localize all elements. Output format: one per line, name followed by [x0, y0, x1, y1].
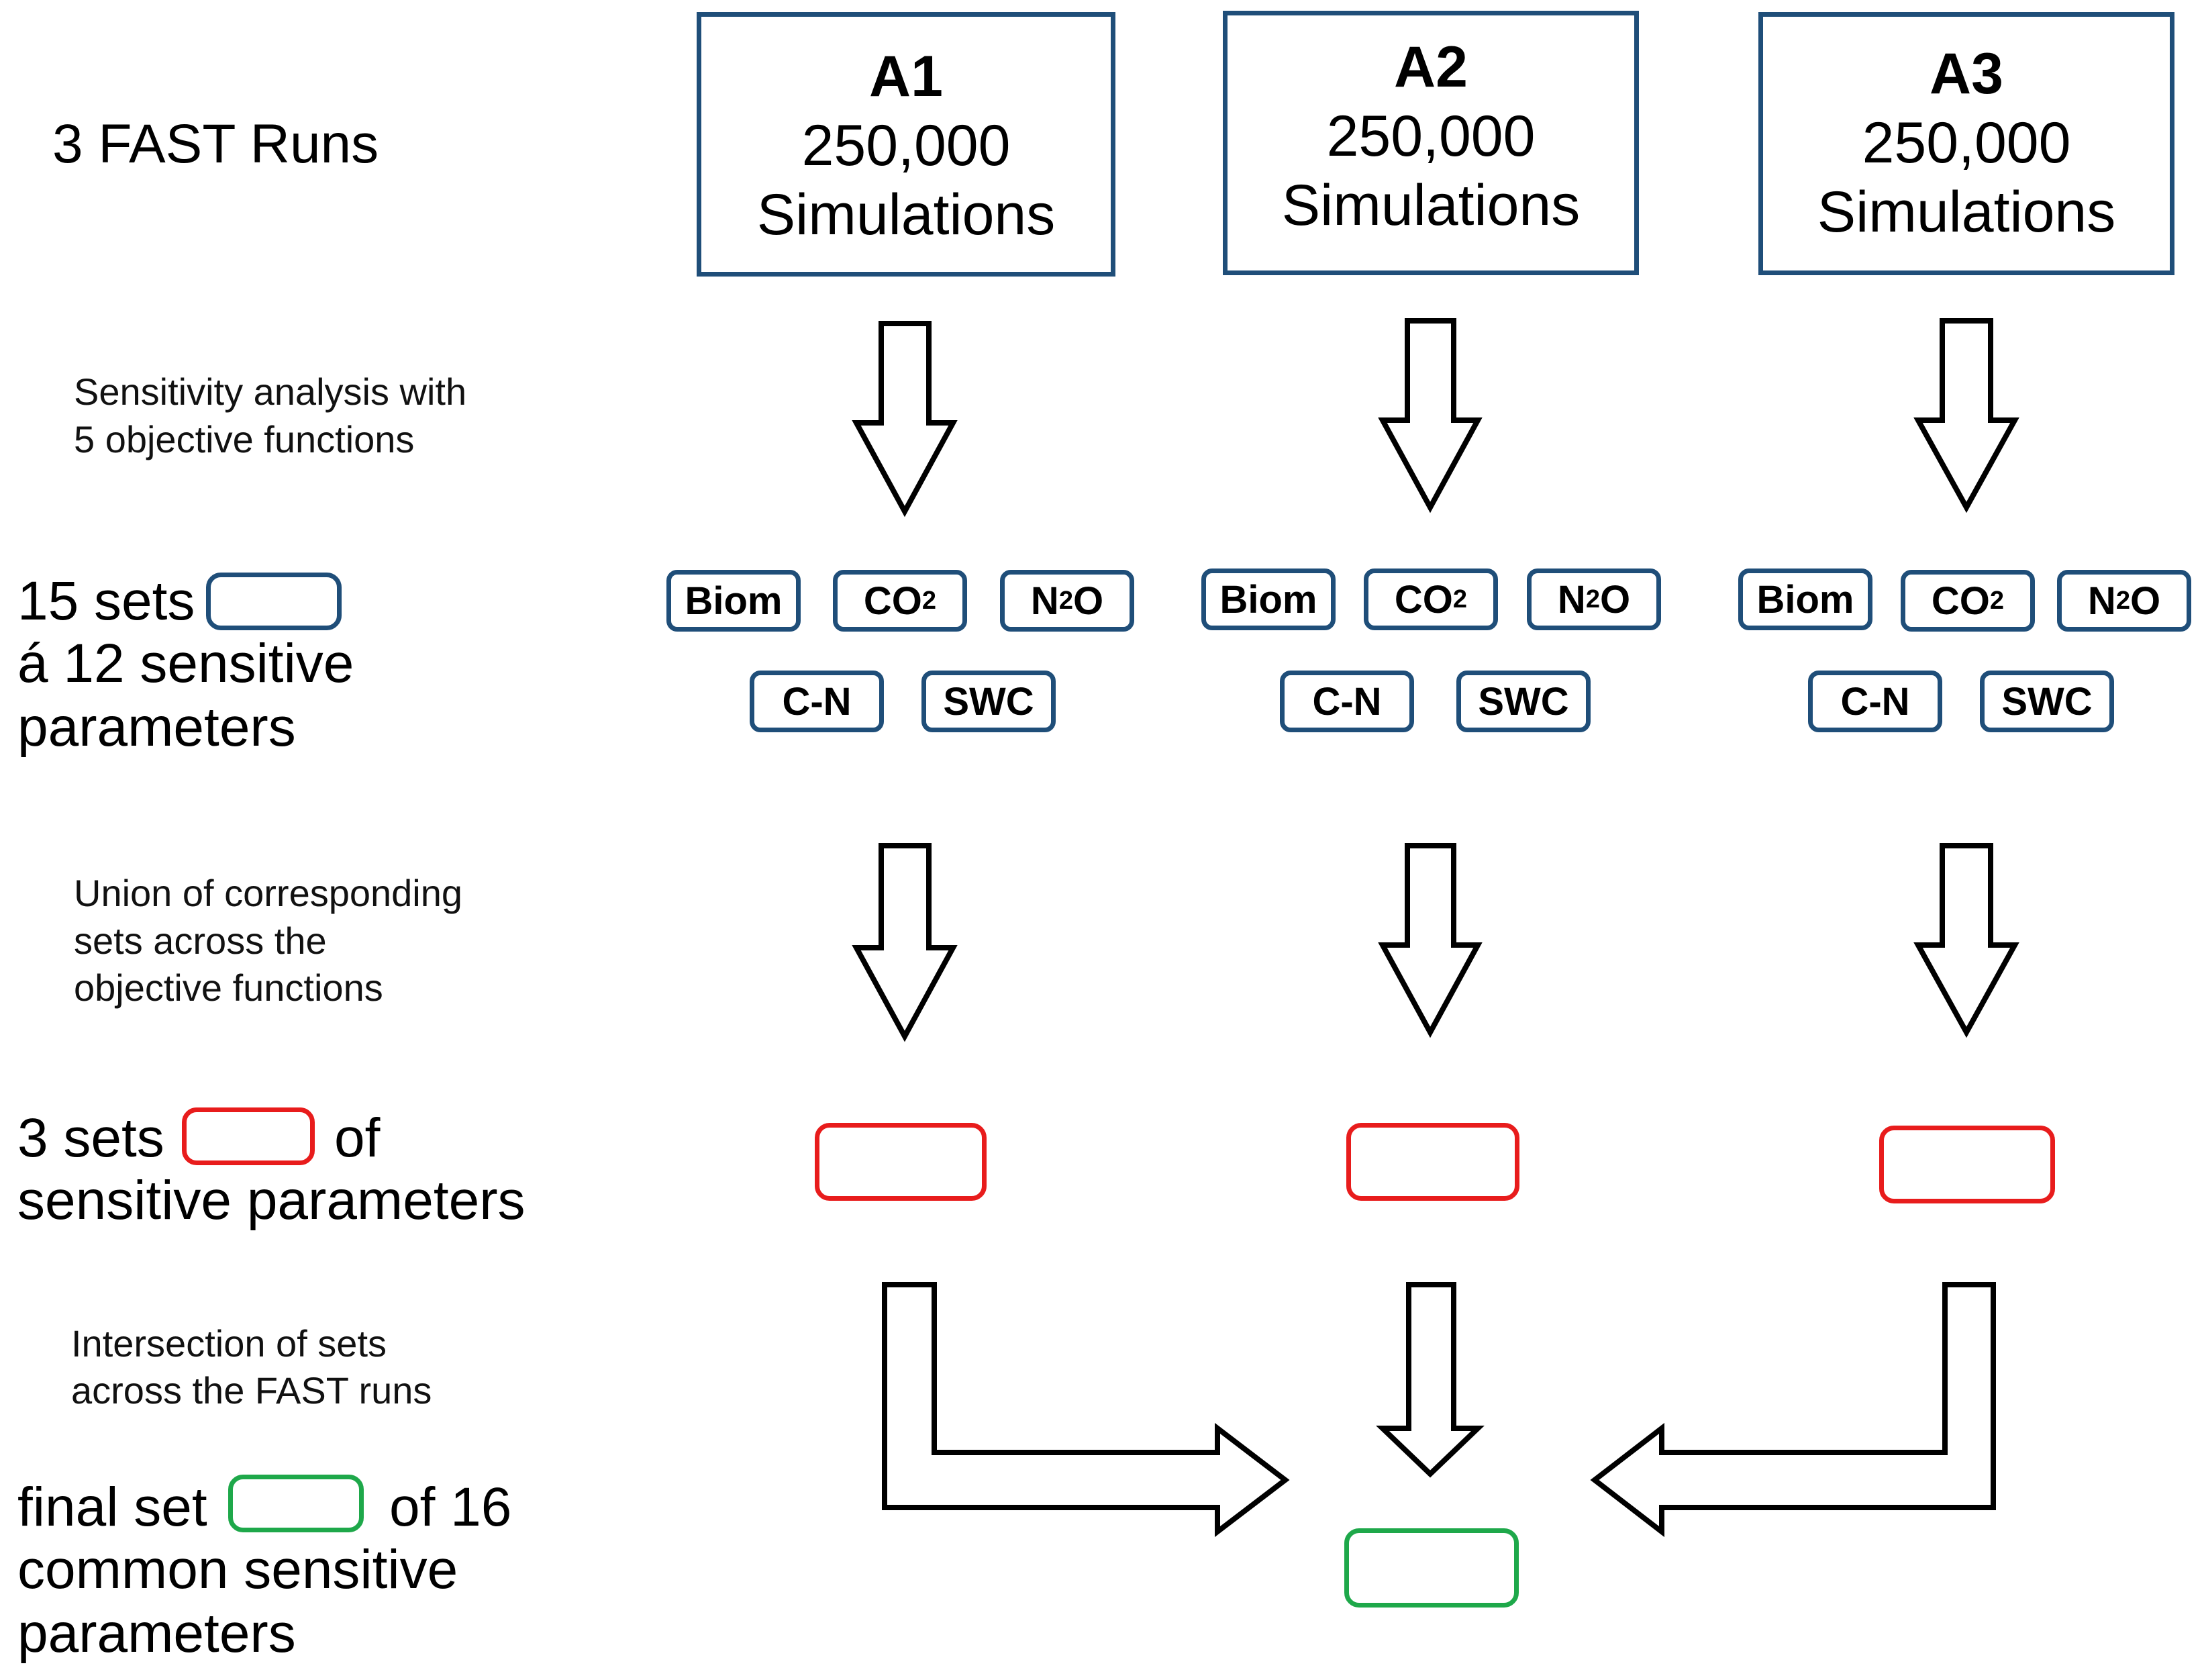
label-sensitivity-line1: Sensitivity analysis with — [74, 370, 467, 413]
down-arrow-a2-2 — [1378, 843, 1483, 1038]
objective-co-label: CO — [863, 579, 922, 623]
objective-o-label: O — [1599, 577, 1631, 622]
objective-swc-label: SWC — [1478, 679, 1569, 724]
label-15-sets: 15 sets — [17, 571, 195, 632]
label-of-16: of 16 — [389, 1477, 512, 1538]
label-sensitivity-line2: 5 objective functions — [74, 418, 415, 460]
objective-o-label: O — [2130, 579, 2161, 623]
union-set-box-a1 — [815, 1123, 987, 1201]
objective-biom-a2: Biom — [1201, 569, 1336, 630]
objective-biom-a3: Biom — [1738, 569, 1872, 630]
label-fast-runs: 3 FAST Runs — [52, 113, 379, 175]
objective-cn-a3: C-N — [1808, 671, 1942, 732]
objective-cn-a1: C-N — [750, 671, 884, 732]
run-id-a3: A3 — [1930, 42, 2003, 106]
objective-n-label: N — [2087, 579, 2116, 623]
label-of: of — [334, 1107, 381, 1169]
label-union-line2: sets across the — [74, 920, 327, 962]
down-arrow-a3-1 — [1913, 318, 2019, 513]
objective-cn-label: C-N — [782, 679, 852, 724]
objective-cn-a2: C-N — [1280, 671, 1414, 732]
label-12-sensitive: á 12 sensitive — [17, 633, 354, 694]
objective-n-label: N — [1557, 577, 1586, 622]
objective-biom-a1: Biom — [666, 570, 801, 632]
label-intersection-line1: Intersection of sets — [71, 1322, 387, 1365]
label-parameters-1: parameters — [17, 697, 296, 758]
label-sensitive-parameters: sensitive parameters — [17, 1170, 526, 1231]
run-count-a1: 250,000 — [801, 113, 1011, 179]
run-id-a2: A2 — [1394, 35, 1468, 99]
objective-cn-label: C-N — [1840, 679, 1910, 724]
objective-biom-label: Biom — [1756, 577, 1854, 622]
objective-swc-label: SWC — [943, 679, 1034, 724]
run-count-a2: 250,000 — [1326, 104, 1536, 169]
objective-co-label: CO — [1931, 579, 1990, 623]
run-box-a2: A2 250,000 Simulations — [1223, 11, 1639, 275]
union-set-box-a3 — [1879, 1126, 2055, 1203]
down-arrow-a1-2 — [852, 843, 958, 1042]
red-set-legend-box — [182, 1107, 315, 1165]
down-arrow-a2-3 — [1376, 1282, 1485, 1478]
run-box-a3: A3 250,000 Simulations — [1758, 12, 2174, 275]
objective-co-label: CO — [1394, 577, 1453, 622]
union-set-box-a2 — [1346, 1123, 1519, 1201]
down-arrow-a2-1 — [1378, 318, 1483, 513]
label-parameters-2: parameters — [17, 1603, 296, 1664]
objective-swc-a1: SWC — [921, 671, 1056, 732]
label-intersection-line2: across the FAST runs — [71, 1369, 432, 1412]
label-3-sets: 3 sets — [17, 1107, 164, 1169]
label-common-sensitive: common sensitive — [17, 1539, 458, 1600]
run-id-a1: A1 — [869, 44, 943, 109]
down-arrow-a1-1 — [852, 321, 958, 517]
objective-cn-label: C-N — [1312, 679, 1382, 724]
label-union-line1: Union of corresponding — [74, 872, 463, 914]
objective-n-label: N — [1030, 579, 1059, 623]
objective-o-label: O — [1072, 579, 1104, 623]
elbow-arrow-a1 — [882, 1282, 1290, 1538]
objective-swc-label: SWC — [2001, 679, 2093, 724]
label-final-set: final set — [17, 1477, 207, 1538]
run-unit-a3: Simulations — [1817, 180, 2116, 245]
run-unit-a2: Simulations — [1281, 173, 1581, 238]
blue-set-legend-box — [206, 573, 342, 630]
objective-swc-a2: SWC — [1456, 671, 1591, 732]
run-box-a1: A1 250,000 Simulations — [697, 12, 1115, 277]
down-arrow-a3-2 — [1913, 843, 2019, 1038]
objective-biom-label: Biom — [1219, 577, 1317, 622]
objective-swc-a3: SWC — [1980, 671, 2114, 732]
objective-biom-label: Biom — [685, 579, 783, 623]
final-set-box — [1344, 1528, 1519, 1608]
run-count-a3: 250,000 — [1862, 111, 2071, 176]
run-unit-a1: Simulations — [756, 183, 1056, 248]
green-set-legend-box — [228, 1475, 364, 1532]
elbow-arrow-a3 — [1590, 1282, 1996, 1538]
label-union-line3: objective functions — [74, 967, 383, 1009]
